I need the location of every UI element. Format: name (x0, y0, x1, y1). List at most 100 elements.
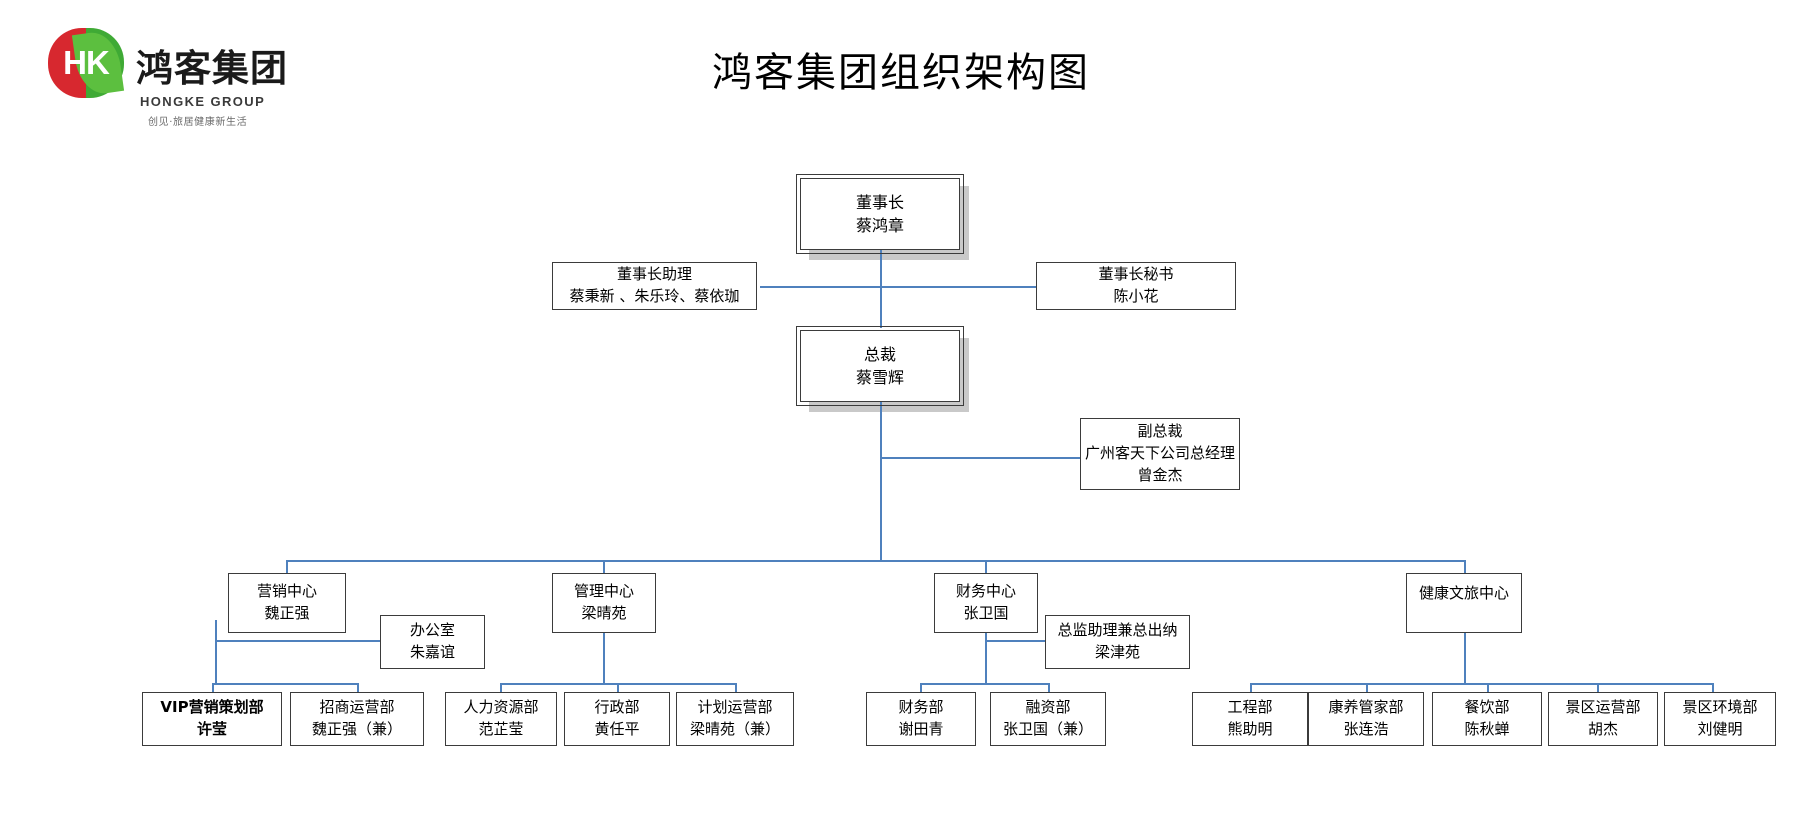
node-person: 张卫国（兼） (1002, 720, 1093, 738)
connector-management-down (603, 620, 605, 683)
node-person: 许莹 (196, 720, 227, 738)
connector-drop-financedept (920, 683, 922, 692)
node-health-steward-dept[interactable]: 康养管家部 张连浩 (1308, 692, 1424, 746)
connector-drop-steward (1366, 683, 1368, 692)
connector-drop-financing (1048, 683, 1050, 692)
connector-main-bar (286, 560, 1466, 562)
node-person: 蔡秉新 、朱乐玲、蔡依珈 (569, 287, 740, 305)
node-role: 康养管家部 (1328, 698, 1404, 717)
connector-drop-management (603, 560, 605, 575)
connector-marketing-office (215, 640, 380, 642)
connector-health-down (1464, 620, 1466, 683)
node-person: 谢田青 (898, 720, 944, 738)
node-vice-president[interactable]: 副总裁 广州客天下公司总经理 曾金杰 (1080, 418, 1240, 490)
connector-drop-scenicenv (1712, 683, 1714, 692)
node-person: 胡杰 (1587, 720, 1618, 738)
node-finance-dept[interactable]: 财务部 谢田青 (866, 692, 976, 746)
connector-finance-children-bar (920, 683, 1048, 685)
logo-mark-icon: HK (48, 28, 125, 98)
node-person: 蔡鸿章 (855, 216, 904, 235)
connector-health-children-bar (1250, 683, 1712, 685)
connector-drop-engineering (1250, 683, 1252, 692)
connector-drop-vip (212, 683, 214, 692)
node-person: 梁晴苑（兼） (689, 720, 780, 738)
node-person: 张卫国 (963, 604, 1009, 622)
node-catering-dept[interactable]: 餐饮部 陈秋蝉 (1432, 692, 1542, 746)
logo-company-name-en: HONGKE GROUP (140, 94, 266, 109)
connector-drop-investment (357, 683, 359, 692)
node-financing-dept[interactable]: 融资部 张卫国（兼） (990, 692, 1106, 746)
connector-drop-scenicops (1597, 683, 1599, 692)
node-extra: 广州客天下公司总经理 (1084, 444, 1235, 463)
node-planning-ops-dept[interactable]: 计划运营部 梁晴苑（兼） (676, 692, 794, 746)
connector-marketing-down (215, 620, 217, 683)
node-role: 景区环境部 (1682, 698, 1758, 717)
node-chair-assistant[interactable]: 董事长助理 蔡秉新 、朱乐玲、蔡依珈 (552, 262, 757, 310)
node-chair-secretary[interactable]: 董事长秘书 陈小花 (1036, 262, 1236, 310)
connector-drop-planning (735, 683, 737, 692)
node-role: 副总裁 (1137, 422, 1183, 441)
company-logo: HK 鸿客集团 HONGKE GROUP 创见·旅居健康新生活 (48, 28, 308, 128)
connector-drop-hr (500, 683, 502, 692)
node-president[interactable]: 总裁 蔡雪辉 (796, 326, 964, 406)
node-person: 朱嘉谊 (409, 643, 455, 661)
node-person: 熊助明 (1227, 720, 1273, 738)
connector-assistant-secretary-bar (760, 286, 1040, 288)
node-person: 陈小花 (1113, 287, 1159, 305)
node-role: 景区运营部 (1565, 698, 1641, 717)
node-role: 工程部 (1227, 698, 1273, 717)
connector-finance-down (985, 620, 987, 683)
node-role: 办公室 (409, 621, 455, 640)
node-person: 张连浩 (1343, 720, 1389, 738)
node-person: 魏正强 (264, 604, 310, 622)
node-scenic-ops-dept[interactable]: 景区运营部 胡杰 (1548, 692, 1658, 746)
page-title: 鸿客集团组织架构图 (712, 50, 1090, 96)
node-person: 梁津苑 (1094, 643, 1140, 661)
node-engineering-dept[interactable]: 工程部 熊助明 (1192, 692, 1308, 746)
logo-monogram: HK (63, 44, 110, 81)
node-role: 融资部 (1025, 698, 1071, 717)
connector-drop-admin (617, 683, 619, 692)
node-chairman[interactable]: 董事长 蔡鸿章 (796, 174, 964, 254)
node-director-assistant[interactable]: 总监助理兼总出纳 梁津苑 (1045, 615, 1190, 669)
logo-tagline: 创见·旅居健康新生活 (148, 117, 248, 128)
connector-president-down (880, 400, 882, 560)
node-person: 曾金杰 (1137, 465, 1183, 484)
node-office[interactable]: 办公室 朱嘉谊 (380, 615, 485, 669)
node-vip-planning-dept[interactable]: VIP营销策划部 许莹 (142, 692, 282, 746)
node-role: 财务部 (898, 698, 944, 717)
node-role: 健康文旅中心 (1418, 584, 1509, 602)
node-management-center[interactable]: 管理中心 梁晴苑 (552, 573, 656, 633)
node-role: 财务中心 (955, 582, 1016, 601)
connector-chairman-down (880, 228, 882, 286)
node-person: 陈秋蝉 (1464, 720, 1510, 738)
connector-drop-health (1464, 560, 1466, 575)
logo-company-name-cn: 鸿客集团 (136, 47, 288, 90)
node-person: 刘健明 (1697, 720, 1743, 738)
node-role: 餐饮部 (1464, 698, 1510, 717)
node-finance-center[interactable]: 财务中心 张卫国 (934, 573, 1038, 633)
node-admin-dept[interactable]: 行政部 黄任平 (564, 692, 670, 746)
connector-drop-marketing (286, 560, 288, 575)
node-person: 梁晴苑 (581, 604, 627, 622)
node-role: 人力资源部 (463, 698, 539, 717)
connector-finance-director-assistant (985, 640, 1045, 642)
node-marketing-center[interactable]: 营销中心 魏正强 (228, 573, 346, 633)
node-role: 董事长助理 (616, 265, 692, 284)
connector-marketing-children-bar (212, 683, 357, 685)
node-role: 招商运营部 (319, 698, 395, 717)
connector-chairman-president (880, 286, 882, 328)
node-hr-dept[interactable]: 人力资源部 范芷莹 (445, 692, 557, 746)
node-role: VIP营销策划部 (160, 698, 264, 717)
connector-president-vicepresident (880, 457, 1080, 459)
node-person: 范芷莹 (478, 720, 524, 738)
node-role: 计划运营部 (697, 698, 773, 717)
node-role: 董事长 (855, 192, 904, 212)
node-person: 蔡雪辉 (855, 368, 904, 387)
node-scenic-env-dept[interactable]: 景区环境部 刘健明 (1664, 692, 1776, 746)
node-role: 管理中心 (573, 582, 634, 601)
node-health-tourism-center[interactable]: 健康文旅中心 (1406, 573, 1522, 633)
node-role: 总裁 (863, 344, 896, 364)
node-investment-dept[interactable]: 招商运营部 魏正强（兼） (290, 692, 424, 746)
